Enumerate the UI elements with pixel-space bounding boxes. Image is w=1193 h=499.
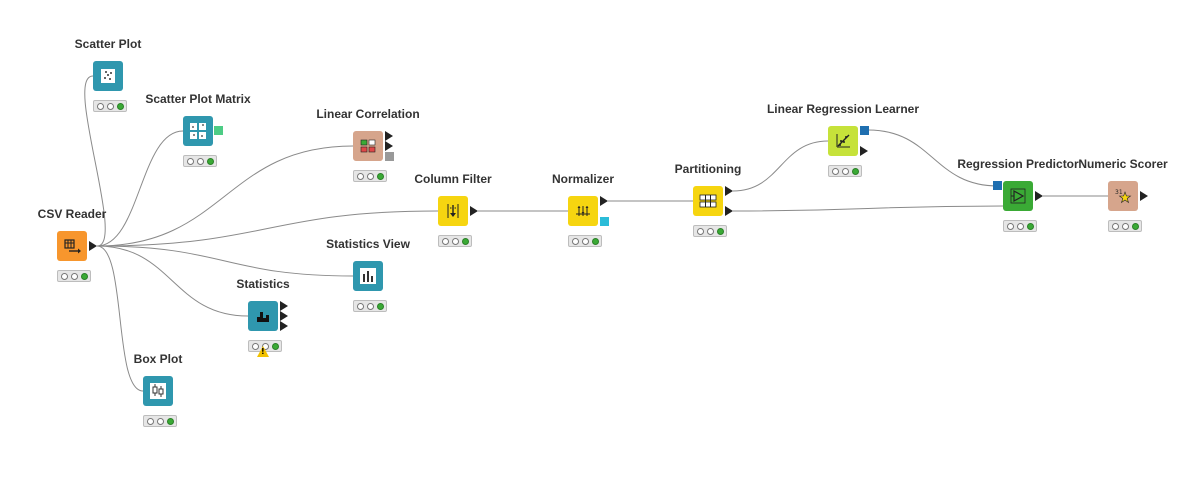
output-port[interactable] [1035,191,1043,201]
node-title: Box Plot [133,352,183,366]
output-port[interactable] [89,241,97,251]
node-title: Scatter Plot [74,37,142,51]
node-title: Numeric Scorer [1078,157,1168,171]
output-port[interactable] [600,217,609,226]
connection-csv-reader-to-scatter-plot-matrix[interactable] [96,130,184,247]
connection-partitioning-to-linear-regression-learner[interactable] [732,140,829,192]
box-plot-icon[interactable] [143,376,173,406]
node-title: Statistics View [326,237,410,251]
output-port[interactable] [385,131,393,141]
filter-columns-icon[interactable] [438,196,468,226]
status-lights [353,170,387,182]
output-port[interactable] [725,186,733,196]
status-lights [1003,220,1037,232]
model-input-port[interactable] [993,181,1002,190]
normalize-icon[interactable] [568,196,598,226]
status-lights [143,415,177,427]
output-port[interactable] [280,311,288,321]
status-lights [1108,220,1142,232]
output-port[interactable] [385,141,393,151]
output-port[interactable] [385,152,394,161]
connection-csv-reader-to-statistics-view[interactable] [96,245,354,277]
connection-csv-reader-to-box-plot[interactable] [96,245,144,392]
node-title: Regression Predictor [957,157,1079,171]
scorer-star-icon[interactable]: 31 [1108,181,1138,211]
node-title: CSV Reader [37,207,107,221]
node-title: Statistics [236,277,290,291]
node-title: Scatter Plot Matrix [145,92,251,106]
connection-csv-reader-to-statistics[interactable] [96,245,249,317]
status-lights [93,100,127,112]
node-title: Partitioning [674,162,742,176]
bar-chart-icon[interactable] [353,261,383,291]
status-lights [828,165,862,177]
output-port[interactable] [1140,191,1148,201]
scatter-icon[interactable] [93,61,123,91]
predictor-icon[interactable] [1003,181,1033,211]
status-lights [183,155,217,167]
partition-table-icon[interactable] [693,186,723,216]
output-port[interactable] [470,206,478,216]
output-port[interactable] [280,301,288,311]
connection-partitioning-to-regression-predictor[interactable] [732,205,1004,212]
output-port[interactable] [280,321,288,331]
node-title: Linear Correlation [316,107,420,121]
regression-learner-icon[interactable] [828,126,858,156]
status-lights [438,235,472,247]
output-port[interactable] [725,206,733,216]
status-lights [353,300,387,312]
node-title: Linear Regression Learner [766,102,920,116]
correlation-grid-icon[interactable] [353,131,383,161]
node-title: Column Filter [414,172,492,186]
warning-mark: ! [261,347,265,356]
status-lights [568,235,602,247]
svg-text:31: 31 [1115,189,1123,196]
status-lights [57,270,91,282]
status-lights [693,225,727,237]
statistics-icon[interactable] [248,301,278,331]
output-port[interactable] [860,146,868,156]
warning-icon[interactable] [257,346,269,357]
node-title: Normalizer [551,172,615,186]
output-port[interactable] [214,126,223,135]
scatter-matrix-icon[interactable] [183,116,213,146]
model-output-port[interactable] [860,126,869,135]
connection-csv-reader-to-linear-correlation[interactable] [96,145,354,247]
output-port[interactable] [600,196,608,206]
table-arrow-icon[interactable] [57,231,87,261]
